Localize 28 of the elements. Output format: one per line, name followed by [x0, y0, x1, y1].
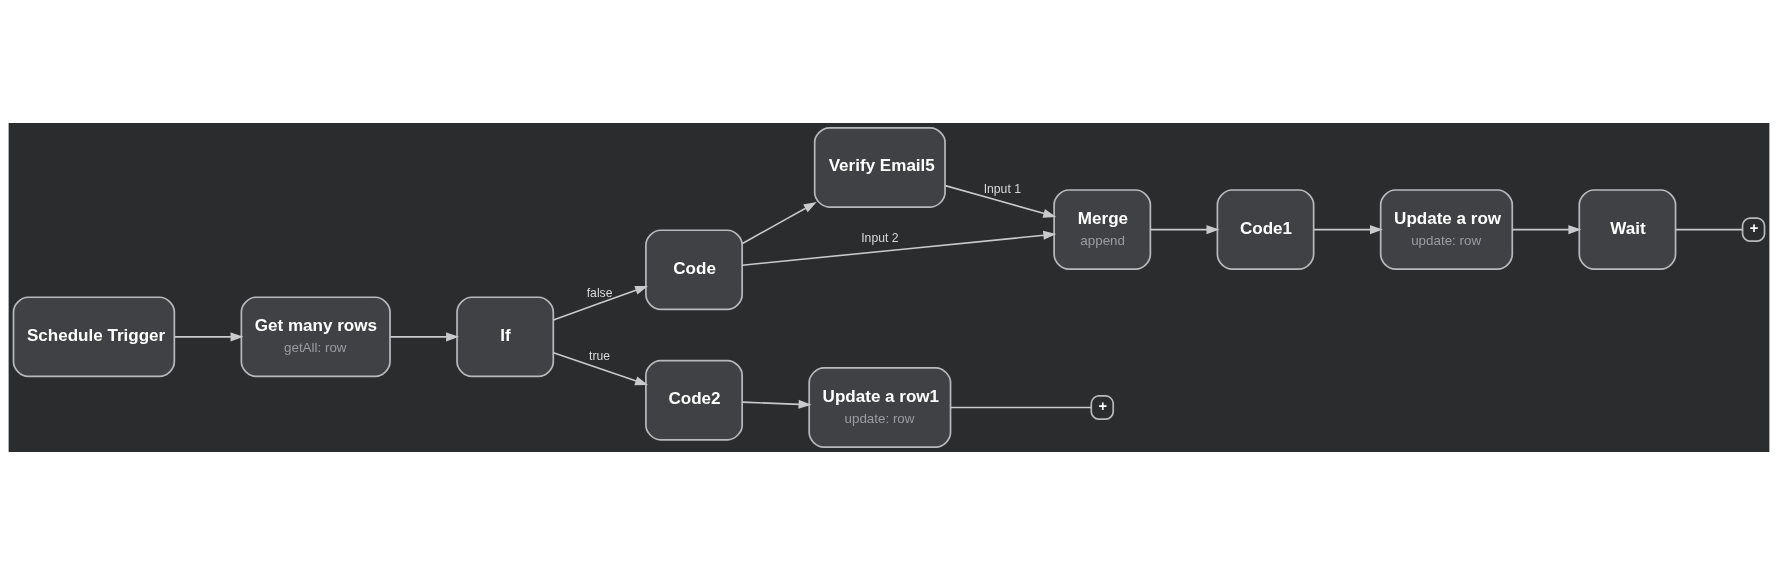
node-box: Merge append	[1053, 189, 1152, 271]
connector	[1674, 228, 1743, 231]
edge-label: false	[586, 285, 613, 300]
arrow	[552, 352, 649, 386]
node-box: Wait	[1578, 189, 1677, 271]
arrow	[173, 332, 244, 342]
arrow	[741, 230, 1057, 266]
node-box: Verify Email5	[813, 127, 946, 208]
arrow	[1511, 225, 1582, 235]
node-box: Update a row1 update: row	[808, 367, 952, 448]
arrow	[944, 184, 1057, 218]
edge-label: true	[589, 349, 611, 363]
node-box: If	[456, 296, 555, 378]
arrow	[552, 285, 649, 321]
edge-label: Input 2	[861, 230, 899, 245]
connector	[949, 406, 1092, 409]
node-box: Schedule Trigger	[12, 296, 176, 378]
node-box: Update a row update: row	[1379, 189, 1514, 271]
node-box: Code	[645, 229, 744, 311]
edge-label: Input 1	[983, 182, 1021, 197]
arrow	[741, 399, 812, 409]
arrow	[741, 202, 817, 245]
node-box: Get many rows getAll: row	[240, 296, 391, 378]
arrow	[389, 332, 460, 342]
node-box: Code1	[1216, 189, 1315, 271]
arrow	[1149, 225, 1220, 235]
node-box: Code2	[645, 359, 744, 441]
arrow	[1313, 225, 1383, 235]
